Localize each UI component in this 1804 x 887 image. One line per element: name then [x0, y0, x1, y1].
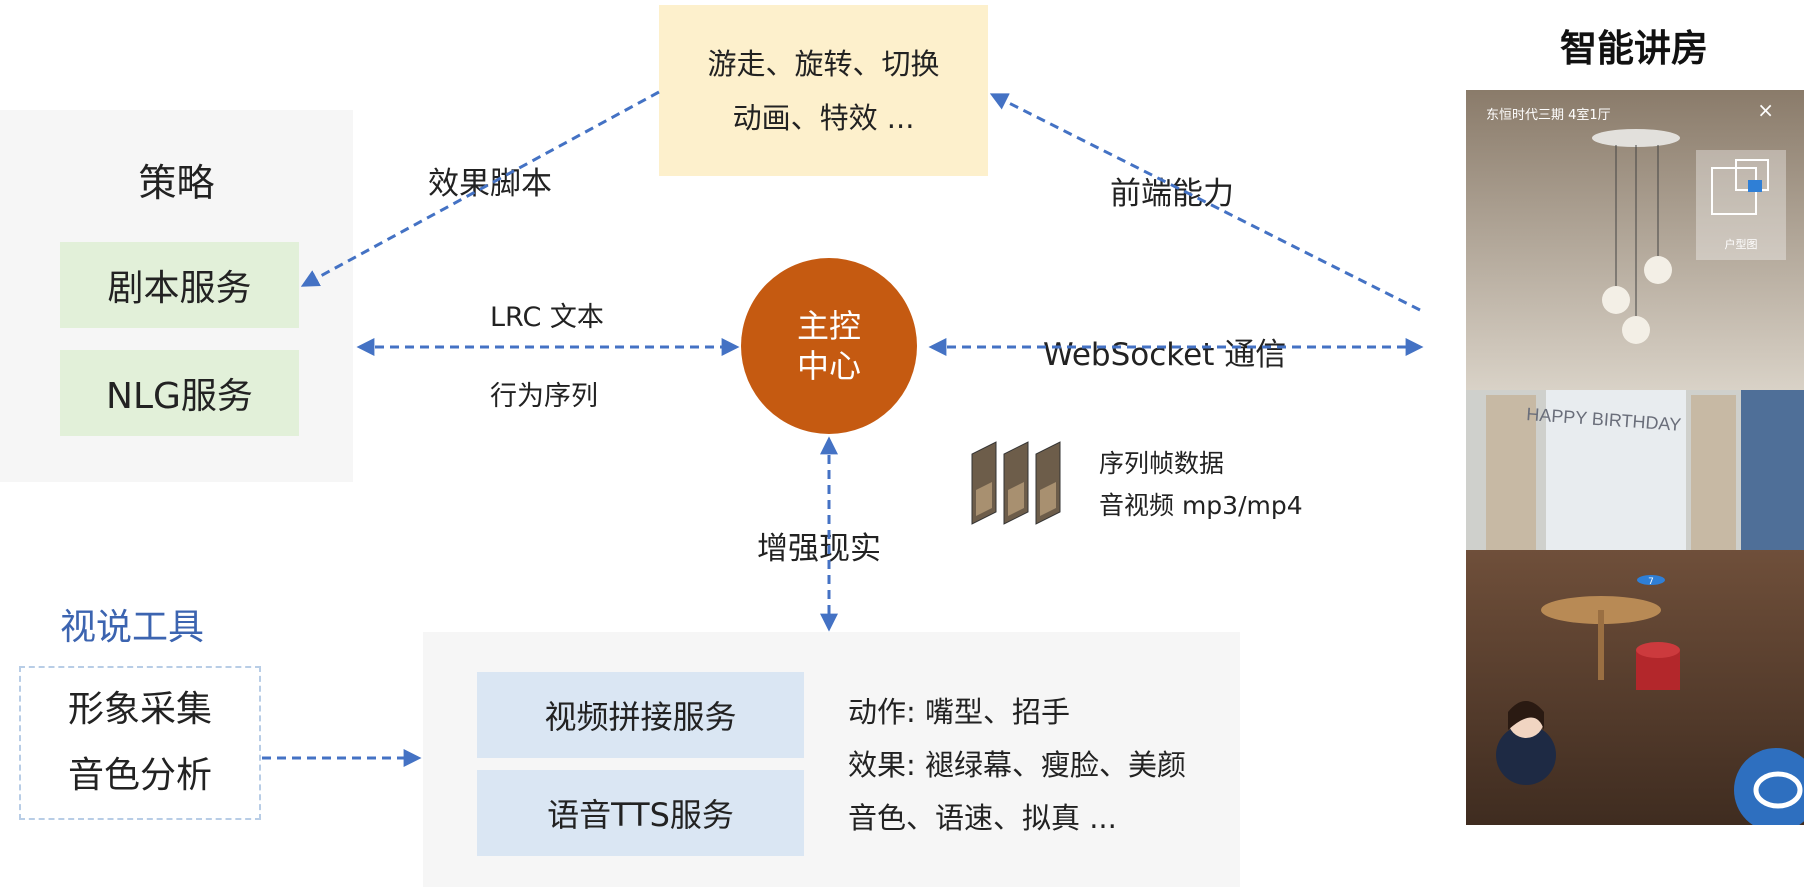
frame-note: 序列帧数据: [1099, 449, 1225, 478]
effect-script-label: 效果脚本: [428, 166, 552, 202]
service-note: 效果: 褪绿幕、瘦脸、美颜: [848, 748, 1186, 782]
frame-stack-icon: [971, 441, 1061, 525]
script-service-box: 剧本服务: [60, 242, 299, 328]
effect-script-arrow: [300, 90, 660, 287]
master-line-2: 中心: [796, 347, 861, 385]
floorplan-icon: [1711, 159, 1769, 215]
frame-thumb-icon: [1003, 441, 1029, 525]
frame-thumb-icon: [1035, 441, 1061, 525]
frame-thumb-icon: [971, 441, 997, 525]
effects-line-1: 游走、旋转、切换: [707, 46, 940, 81]
room-image: 7 HAPPY BIRTHDAY: [1466, 90, 1804, 825]
phone-title: 智能讲房: [1560, 27, 1708, 70]
frame-note: 音视频 mp3/mp4: [1099, 491, 1303, 520]
effects-line-2: 动画、特效 ...: [732, 100, 915, 135]
behavior-label: 行为序列: [490, 381, 598, 412]
floorplan-button[interactable]: 户型图: [1696, 150, 1786, 260]
tts-service-box: 语音TTS服务: [477, 770, 804, 856]
strategy-title: 策略: [138, 161, 215, 205]
frame-notes: 序列帧数据 音视频 mp3/mp4: [1099, 443, 1303, 527]
floorplan-label: 户型图: [1724, 238, 1758, 251]
tools-title: 视说工具: [60, 607, 205, 648]
tools-line-1: 形象采集: [67, 689, 212, 730]
frontend-arrow: [989, 93, 1421, 312]
ar-label: 增强现实: [757, 519, 881, 572]
pano-marker: 7: [1648, 577, 1654, 587]
tools-line-2: 音色分析: [67, 755, 212, 796]
master-line-1: 主控: [796, 307, 861, 345]
master-control-circle: 主控 中心: [741, 258, 917, 434]
nlg-service-box: NLG服务: [60, 350, 299, 436]
service-note: 音色、语速、拟真 ...: [848, 801, 1117, 835]
effects-box: 游走、旋转、切换 动画、特效 ...: [659, 5, 988, 176]
service-note: 动作: 嘴型、招手: [848, 695, 1070, 729]
video-splice-service-box: 视频拼接服务: [477, 672, 804, 758]
phone-header-title: 东恒时代三期 4室1厅: [1486, 108, 1611, 123]
phone-screen: 7 HAPPY BIRTHDAY 东恒时代三期 4室1厅 × 户型图: [1466, 90, 1804, 825]
lrc-label: LRC 文本: [490, 302, 604, 333]
service-notes: 动作: 嘴型、招手 效果: 褪绿幕、瘦脸、美颜 音色、语速、拟真 ...: [848, 686, 1186, 845]
tools-box: 形象采集 音色分析: [19, 666, 261, 820]
close-icon[interactable]: ×: [1757, 98, 1774, 122]
